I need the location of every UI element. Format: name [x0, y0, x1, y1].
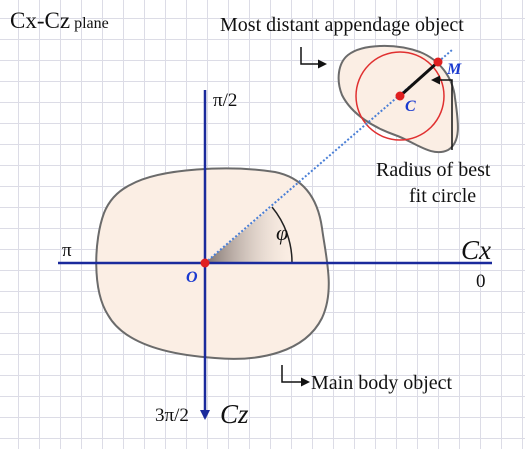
top-annotation: Most distant appendage object [220, 14, 464, 36]
centre-label: C [405, 98, 416, 115]
angle-wedge [205, 207, 293, 263]
zero-label: 0 [476, 271, 486, 292]
pi-label: π [62, 240, 72, 261]
far-point-label: M [446, 61, 462, 78]
far-point [433, 57, 443, 67]
main-body-pointer-arrow [281, 365, 310, 387]
centre-point [395, 91, 405, 101]
origin-point [200, 258, 210, 268]
three-half-pi-label: 3π/2 [155, 405, 189, 426]
angle-arc [271, 206, 293, 264]
cz-axis-label: Cz [220, 399, 249, 429]
radius-label-line1: Radius of best [376, 159, 491, 181]
best-fit-circle [355, 51, 445, 141]
cx-axis-label: Cx [461, 235, 491, 265]
radius-pointer-arrow [431, 75, 453, 150]
main-body-label: Main body object [311, 372, 453, 394]
half-pi-label: π/2 [213, 90, 237, 111]
radius-label-line2: fit circle [409, 185, 476, 207]
radius-segment [398, 60, 440, 98]
angle-symbol: φ [276, 220, 288, 245]
origin-label: O [186, 269, 198, 286]
appendage-pointer-arrow [300, 47, 327, 69]
